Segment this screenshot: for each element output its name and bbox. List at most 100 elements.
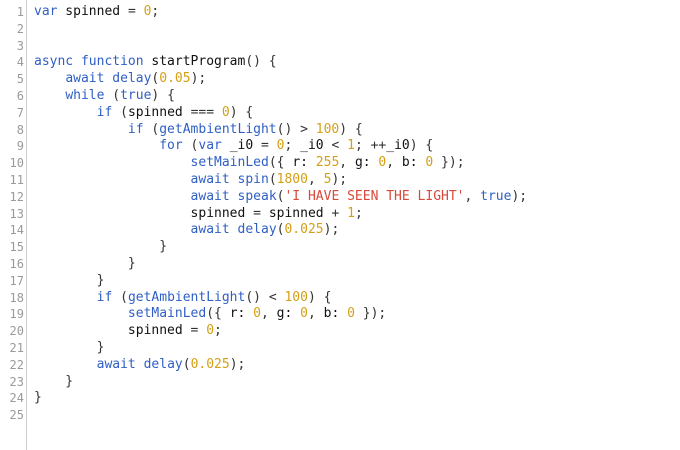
code-token: 0 xyxy=(206,323,215,339)
code-text[interactable]: } xyxy=(34,273,105,290)
code-line[interactable]: 14 await delay(0.025); xyxy=(0,222,680,239)
code-token: 1 xyxy=(347,138,355,154)
code-line[interactable]: 25 xyxy=(0,407,680,424)
code-token: 0 xyxy=(347,306,355,322)
code-line[interactable]: 4 async function startProgram() { xyxy=(0,54,680,71)
code-token: , xyxy=(307,306,324,322)
code-text[interactable]: while (true) { xyxy=(34,88,175,105)
code-text[interactable]: spinned = 0; xyxy=(34,323,222,340)
code-token: ( xyxy=(182,356,191,372)
code-token: ; xyxy=(284,138,301,154)
code-text[interactable]: } xyxy=(34,340,105,357)
code-token xyxy=(34,138,159,153)
line-number: 3 xyxy=(16,38,24,53)
code-token: () { xyxy=(245,54,277,70)
code-token: setMainLed xyxy=(127,306,207,322)
code-text[interactable]: if (getAmbientLight() > 100) { xyxy=(34,122,363,139)
code-text[interactable]: } xyxy=(34,374,73,391)
code-line[interactable]: 3 xyxy=(0,38,680,55)
code-token: ({ xyxy=(206,306,230,322)
line-number: 23 xyxy=(9,374,24,389)
code-token: ; xyxy=(354,205,363,221)
code-line[interactable]: 20 spinned = 0; xyxy=(0,323,680,340)
code-text[interactable]: await delay(0.025); xyxy=(34,356,246,374)
line-number: 6 xyxy=(16,88,24,103)
code-token: r: xyxy=(292,155,316,171)
code-token: 0.05 xyxy=(159,71,191,87)
code-text[interactable]: if (spinned === 0) { xyxy=(34,105,254,122)
code-text[interactable]: async function startProgram() { xyxy=(34,54,277,71)
code-line[interactable]: 15 } xyxy=(0,239,680,256)
line-number: 4 xyxy=(16,55,24,70)
code-text[interactable]: } xyxy=(34,239,167,256)
code-token: _i0 xyxy=(229,138,261,154)
code-text[interactable]: setMainLed({ r: 0, g: 0, b: 0 }); xyxy=(34,306,386,323)
code-token: for xyxy=(159,138,191,154)
code-token: spinned xyxy=(190,205,254,221)
code-token: ( xyxy=(276,188,285,204)
code-line[interactable]: 5 await delay(0.05); xyxy=(0,71,680,88)
code-token: } xyxy=(34,373,74,389)
code-text[interactable]: await delay(0.025); xyxy=(34,222,340,239)
code-line[interactable]: 23 } xyxy=(0,374,680,391)
code-token: () < xyxy=(245,289,285,305)
code-line[interactable]: 24} xyxy=(0,390,680,407)
code-token xyxy=(34,290,97,305)
code-token: g: xyxy=(354,155,379,171)
code-token: = xyxy=(190,323,207,339)
code-token: while xyxy=(65,87,113,103)
code-token: 'I HAVE SEEN THE LIGHT' xyxy=(284,188,465,204)
code-text[interactable]: setMainLed({ r: 255, g: 0, b: 0 }); xyxy=(34,155,465,172)
code-token: ); xyxy=(511,188,528,204)
code-token: () > xyxy=(276,121,316,137)
code-token: ) { xyxy=(307,289,332,305)
code-text[interactable]: await delay(0.05); xyxy=(34,71,206,88)
code-token: 1800 xyxy=(276,171,308,187)
code-token xyxy=(34,155,191,170)
code-token: , xyxy=(339,155,355,171)
code-token: ; xyxy=(151,4,160,19)
code-line[interactable]: 16 } xyxy=(0,256,680,273)
line-number: 17 xyxy=(9,273,24,288)
line-number: 10 xyxy=(9,156,24,171)
code-token: ({ xyxy=(268,155,293,171)
code-token: 100 xyxy=(284,289,308,305)
code-text[interactable]: if (getAmbientLight() < 100) { xyxy=(34,289,332,307)
code-line[interactable]: 22 await delay(0.025); xyxy=(0,357,680,374)
code-line[interactable]: 21 } xyxy=(0,340,680,357)
code-line[interactable]: 10 setMainLed({ r: 255, g: 0, b: 0 }); xyxy=(0,155,680,172)
line-number: 19 xyxy=(9,307,24,322)
code-text[interactable]: await spin(1800, 5); xyxy=(34,171,348,189)
code-line[interactable]: 13 spinned = spinned + 1; xyxy=(0,206,680,223)
code-token: ); xyxy=(331,171,348,187)
code-token: 0.025 xyxy=(284,222,324,238)
code-line[interactable]: 19 setMainLed({ r: 0, g: 0, b: 0 }); xyxy=(0,306,680,323)
code-token: g: xyxy=(276,306,301,322)
code-line[interactable]: 6 while (true) { xyxy=(0,88,680,105)
line-number: 2 xyxy=(16,21,24,36)
line-number: 25 xyxy=(9,408,24,423)
code-token: speak xyxy=(237,188,277,204)
code-text[interactable]: for (var _i0 = 0; _i0 < 1; ++_i0) { xyxy=(34,138,433,155)
code-text[interactable]: spinned = spinned + 1; xyxy=(34,206,363,223)
code-line[interactable]: 8 if (getAmbientLight() > 100) { xyxy=(0,122,680,139)
code-token xyxy=(34,105,97,120)
code-text[interactable]: var spinned = 0; xyxy=(34,4,159,21)
code-line[interactable]: 2 xyxy=(0,21,680,38)
code-text[interactable]: await speak('I HAVE SEEN THE LIGHT', tru… xyxy=(34,188,528,206)
code-token: ) { xyxy=(339,121,363,137)
code-line[interactable]: 12 await speak('I HAVE SEEN THE LIGHT', … xyxy=(0,189,680,206)
code-line[interactable]: 17 } xyxy=(0,273,680,290)
code-line[interactable]: 7 if (spinned === 0) { xyxy=(0,105,680,122)
code-text[interactable]: } xyxy=(34,390,42,407)
line-number: 14 xyxy=(9,223,24,238)
code-line[interactable]: 18 if (getAmbientLight() < 100) { xyxy=(0,290,680,307)
code-line[interactable]: 11 await spin(1800, 5); xyxy=(0,172,680,189)
code-line[interactable]: 9 for (var _i0 = 0; _i0 < 1; ++_i0) { xyxy=(0,138,680,155)
code-token: r: xyxy=(229,306,254,322)
code-token: getAmbientLight xyxy=(127,289,246,305)
code-text[interactable]: } xyxy=(34,256,136,273)
